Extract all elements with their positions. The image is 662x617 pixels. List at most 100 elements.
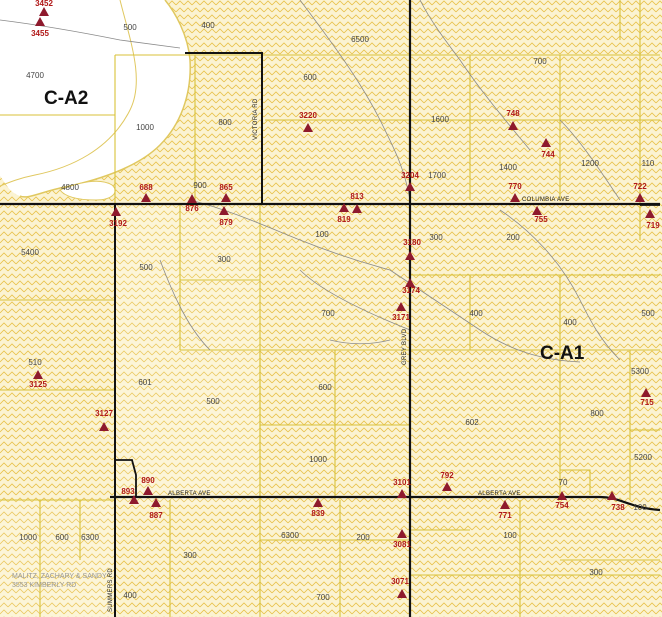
site-marker[interactable]: 738 (607, 491, 625, 512)
site-marker[interactable]: 839 (311, 498, 325, 518)
triangle-marker-icon[interactable] (39, 7, 49, 16)
site-marker[interactable]: 722 (633, 182, 647, 202)
site-marker[interactable]: 715 (640, 388, 654, 407)
site-marker[interactable]: 3127 (95, 409, 113, 431)
site-marker[interactable]: 688 (139, 183, 153, 202)
site-marker[interactable]: 755 (532, 206, 548, 224)
triangle-marker-icon[interactable] (111, 207, 121, 216)
site-marker[interactable]: 3171 (392, 302, 410, 322)
parcel-label: 1000 (136, 123, 154, 132)
parcel-label: 700 (316, 593, 330, 602)
triangle-marker-icon[interactable] (635, 193, 645, 202)
site-marker[interactable]: 3081 (393, 529, 411, 549)
site-marker[interactable]: 887 (149, 498, 163, 520)
site-marker[interactable]: 893 (121, 487, 139, 504)
triangle-marker-icon[interactable] (557, 491, 567, 500)
triangle-marker-icon[interactable] (397, 529, 407, 538)
triangle-marker-icon[interactable] (397, 489, 407, 498)
site-label: 3171 (392, 313, 410, 322)
parcel-label: 700 (533, 57, 547, 66)
site-marker[interactable]: 770 (508, 182, 522, 202)
site-label: 3101 (393, 478, 411, 487)
triangle-marker-icon[interactable] (219, 206, 229, 215)
parcel-label: 500 (123, 23, 137, 32)
triangle-marker-icon[interactable] (541, 138, 551, 147)
parcel-label: 4800 (61, 183, 79, 192)
site-marker[interactable]: 744 (541, 138, 555, 159)
site-label: 715 (640, 398, 654, 407)
triangle-marker-icon[interactable] (141, 193, 151, 202)
site-label: 771 (498, 511, 512, 520)
parcel-label: 510 (28, 358, 42, 367)
triangle-marker-icon[interactable] (397, 589, 407, 598)
triangle-marker-icon[interactable] (129, 495, 139, 504)
parcel-label: 1200 (581, 159, 599, 168)
site-marker[interactable]: 3101 (393, 478, 411, 498)
site-marker[interactable]: 3220 (299, 111, 317, 132)
triangle-marker-icon[interactable] (500, 500, 510, 509)
triangle-marker-icon[interactable] (645, 209, 655, 218)
triangle-marker-icon[interactable] (33, 370, 43, 379)
triangle-marker-icon[interactable] (532, 206, 542, 215)
lake-area (0, 0, 191, 197)
alberta-ave (110, 495, 661, 512)
triangle-marker-icon[interactable] (99, 422, 109, 431)
triangle-marker-icon[interactable] (607, 491, 617, 500)
triangle-marker-icon[interactable] (405, 251, 415, 260)
site-marker[interactable]: 719 (645, 209, 660, 230)
triangle-marker-icon[interactable] (508, 121, 518, 130)
triangle-marker-icon[interactable] (187, 194, 197, 203)
parcel-label: 100 (315, 230, 329, 239)
site-marker[interactable]: 3125 (29, 370, 47, 389)
parcel-label: 5400 (21, 248, 39, 257)
site-marker[interactable]: 771 (498, 500, 512, 520)
site-marker[interactable]: 748 (506, 109, 520, 130)
site-marker[interactable]: 879 (219, 206, 233, 227)
triangle-marker-icon[interactable] (313, 498, 323, 507)
site-label: 819 (337, 215, 351, 224)
site-marker[interactable]: 3204 (401, 171, 419, 191)
site-marker[interactable]: 3455 (31, 17, 49, 38)
site-label: 3455 (31, 29, 49, 38)
triangle-marker-icon[interactable] (510, 193, 520, 202)
site-marker[interactable]: 3180 (403, 238, 421, 260)
triangle-marker-icon[interactable] (405, 278, 415, 287)
parcel-label: 6300 (281, 531, 299, 540)
parcel-label: 500 (641, 309, 655, 318)
triangle-marker-icon[interactable] (339, 203, 349, 212)
site-label: 3125 (29, 380, 47, 389)
triangle-marker-icon[interactable] (151, 498, 161, 507)
triangle-marker-icon[interactable] (303, 123, 313, 132)
west-spur (115, 459, 137, 497)
site-marker[interactable]: 3452 (35, 0, 53, 16)
site-marker[interactable]: 890 (141, 476, 155, 495)
site-marker[interactable]: 792 (440, 471, 454, 491)
site-label: 3220 (299, 111, 317, 120)
alberta-ave-label-east: ALBERTA AVE (478, 491, 521, 497)
site-marker[interactable]: 876 (185, 194, 199, 213)
site-marker[interactable]: 3071 (391, 577, 409, 598)
site-label: 3071 (391, 577, 409, 586)
site-label: 887 (149, 511, 163, 520)
site-marker[interactable]: 813 (350, 192, 364, 213)
triangle-marker-icon[interactable] (352, 204, 362, 213)
site-label: 865 (219, 183, 233, 192)
triangle-marker-icon[interactable] (405, 182, 415, 191)
triangle-marker-icon[interactable] (641, 388, 651, 397)
site-marker[interactable]: 865 (219, 183, 233, 202)
triangle-marker-icon[interactable] (35, 17, 45, 26)
grey-blvd-label: GREY BLVD (402, 328, 408, 365)
site-marker[interactable]: 3174 (402, 278, 420, 295)
parcel-label: 600 (318, 383, 332, 392)
triangle-marker-icon[interactable] (221, 193, 231, 202)
parcel-label: 300 (429, 233, 443, 242)
triangle-marker-icon[interactable] (143, 486, 153, 495)
triangle-marker-icon[interactable] (396, 302, 406, 311)
triangle-marker-icon[interactable] (442, 482, 452, 491)
site-marker[interactable]: 819 (337, 203, 351, 224)
site-marker[interactable]: 3192 (109, 207, 127, 228)
site-marker[interactable]: 754 (555, 491, 569, 510)
parcel-label: 700 (321, 309, 335, 318)
